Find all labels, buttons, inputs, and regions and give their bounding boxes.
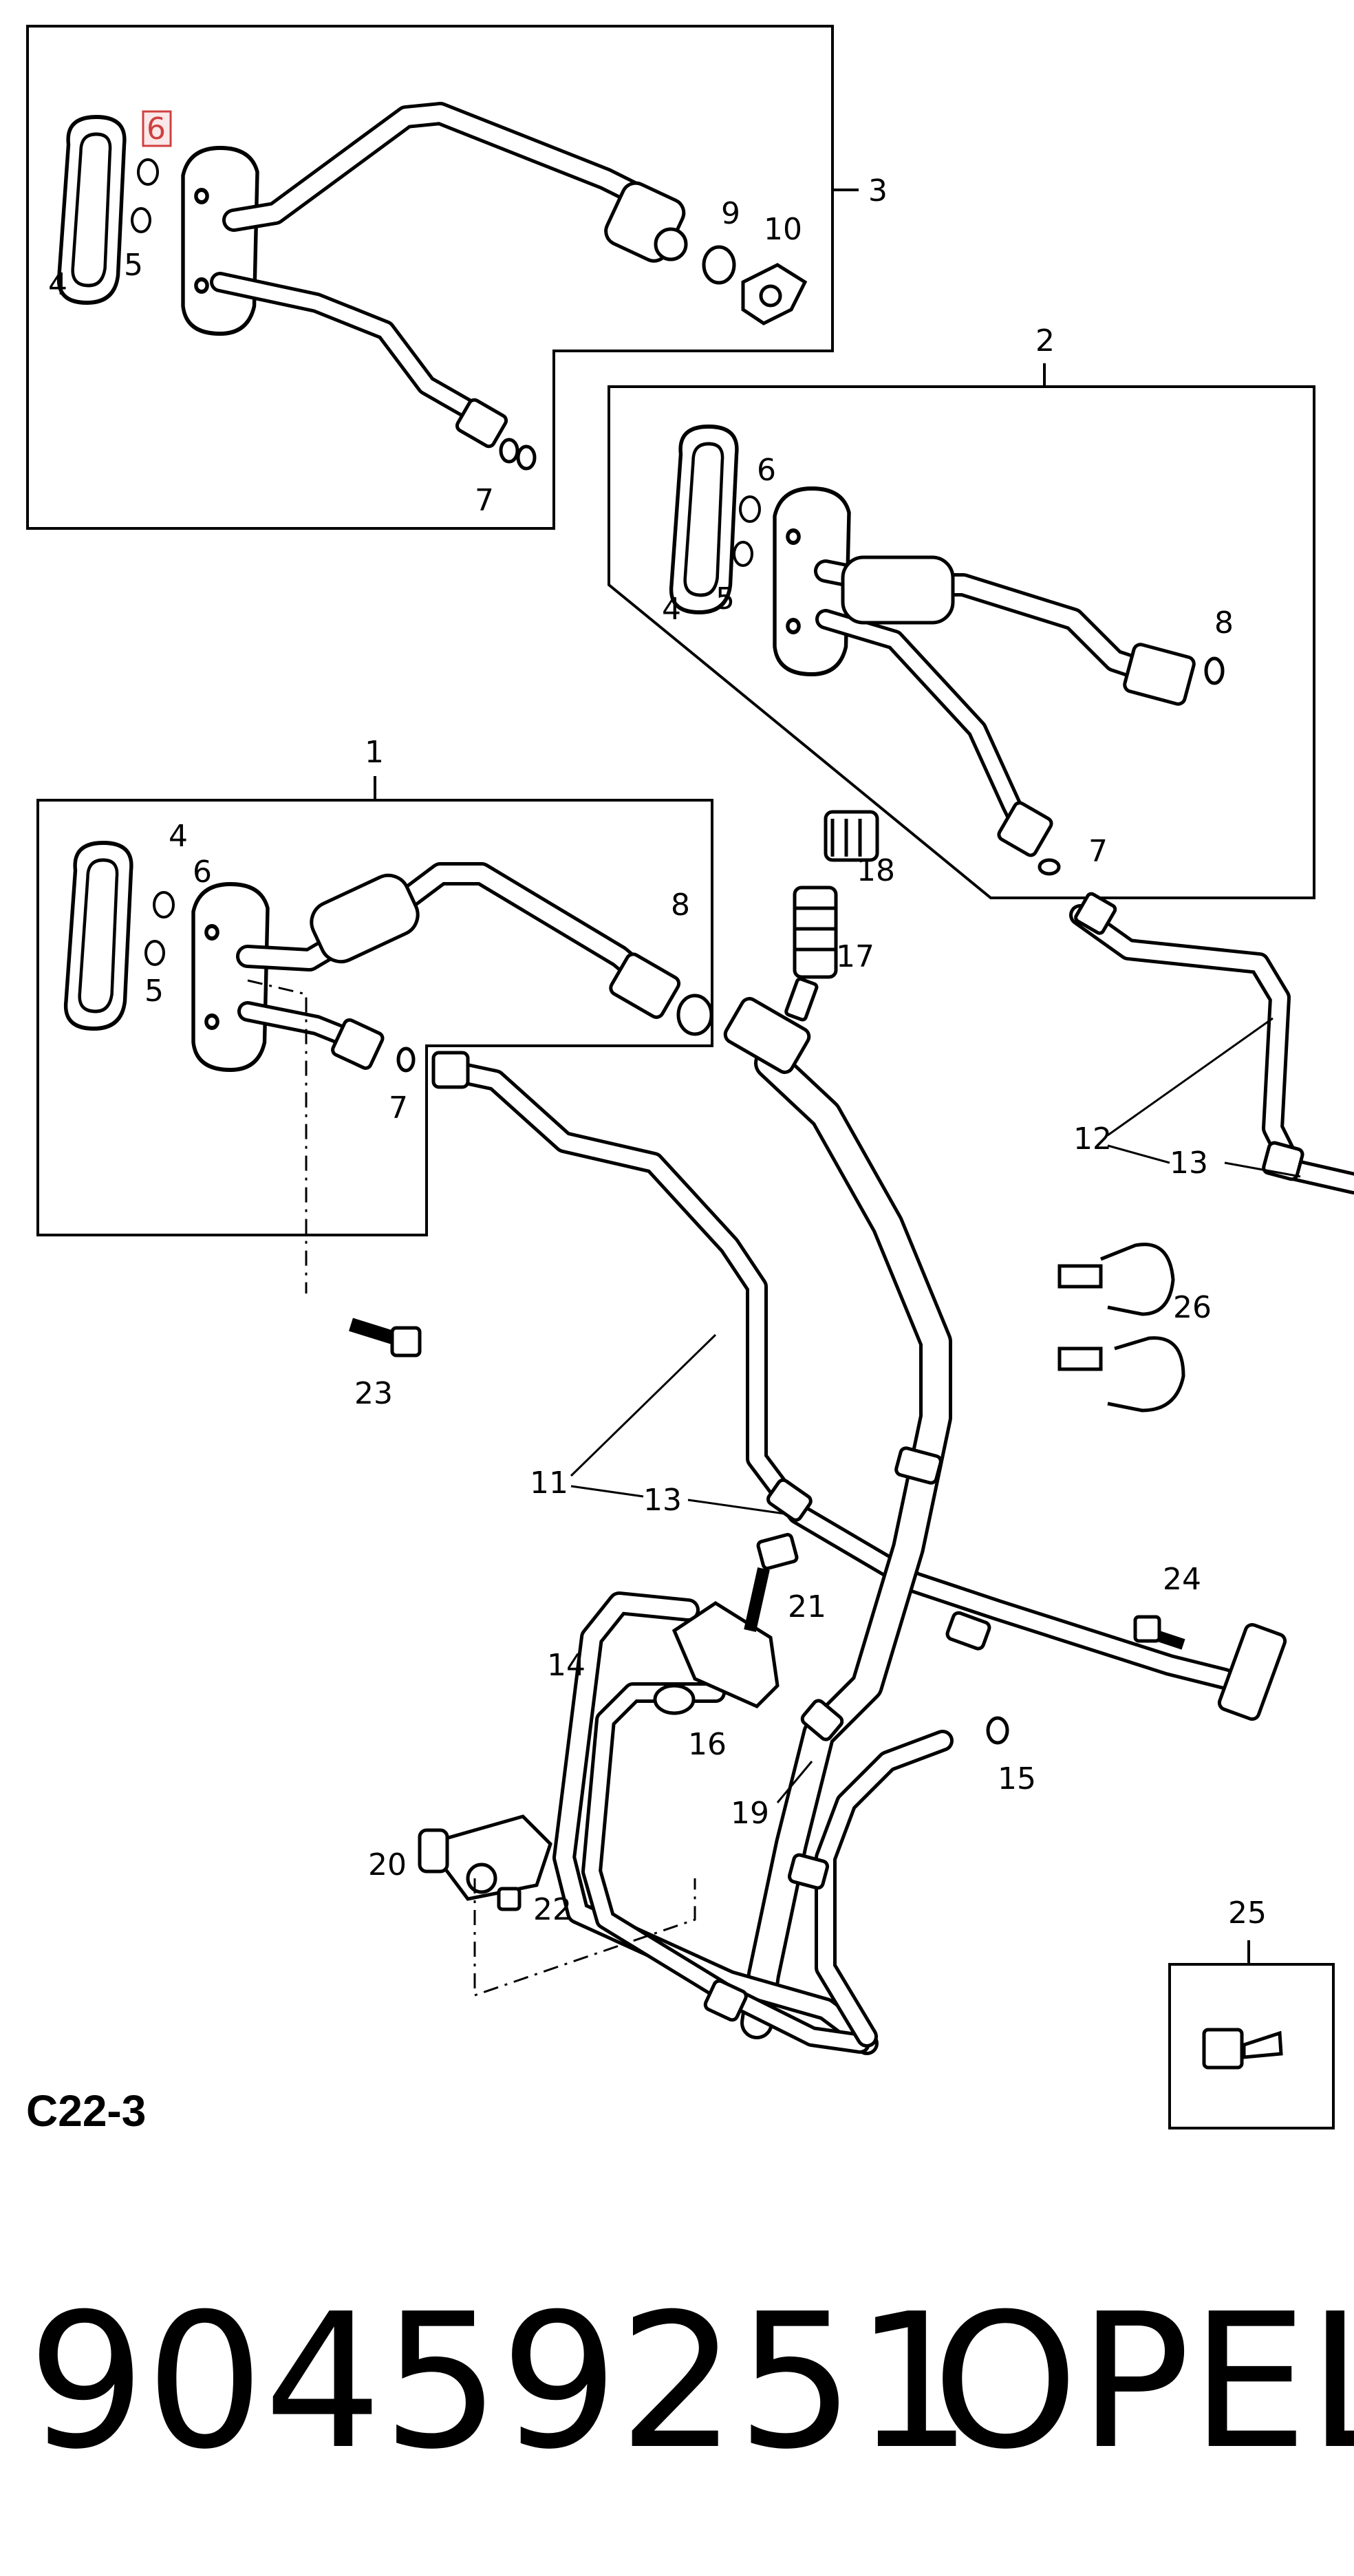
assembly-1-box: 1 4 6 5 8 7 bbox=[36, 735, 713, 1236]
callout-7: 7 bbox=[389, 1091, 408, 1126]
callout-11: 11 bbox=[530, 1466, 568, 1501]
callout-21: 21 bbox=[788, 1589, 826, 1624]
callout-23: 23 bbox=[354, 1376, 393, 1411]
block-fitting-24 bbox=[1133, 1615, 1287, 1721]
callout-24: 24 bbox=[1163, 1562, 1201, 1597]
hose-collars bbox=[431, 892, 1304, 2022]
clamp-26 bbox=[1057, 1243, 1185, 1413]
callout-5: 5 bbox=[716, 581, 735, 616]
hose-assembly bbox=[436, 904, 1354, 2055]
bolt-22 bbox=[497, 1887, 522, 1911]
callout-2: 2 bbox=[1035, 323, 1055, 358]
callout-9: 9 bbox=[721, 196, 740, 231]
callout-16: 16 bbox=[688, 1727, 727, 1762]
callout-7: 7 bbox=[1088, 834, 1108, 869]
callout-4: 4 bbox=[48, 267, 67, 302]
callout-5: 5 bbox=[124, 248, 143, 283]
callout-4: 4 bbox=[662, 592, 681, 627]
callout-8: 8 bbox=[671, 888, 690, 923]
ac-pipe-left bbox=[236, 862, 672, 1049]
ac-pipe-upper bbox=[210, 102, 672, 423]
callout-6: 6 bbox=[757, 453, 776, 488]
seal-gasket-4 bbox=[59, 117, 125, 303]
o-rings-5-6 bbox=[131, 158, 159, 233]
callout-13: 13 bbox=[643, 1483, 682, 1518]
callout-6: 6 bbox=[193, 855, 212, 890]
callout-1: 1 bbox=[365, 735, 384, 770]
callout-19: 19 bbox=[731, 1796, 769, 1831]
callout-22: 22 bbox=[533, 1892, 572, 1927]
callout-6-highlighted: 6 bbox=[147, 111, 166, 147]
callout-3: 3 bbox=[868, 173, 888, 208]
pipe-fitting-9 bbox=[604, 181, 736, 285]
o-rings-5-6 bbox=[144, 891, 175, 966]
callout-12: 12 bbox=[1073, 1121, 1112, 1157]
assembly-3-box: 3 6 4 5 9 10 bbox=[26, 25, 888, 530]
clip-20 bbox=[418, 1814, 552, 1901]
ac-pipe-right bbox=[814, 555, 1168, 843]
section-code: C22-3 bbox=[26, 2086, 146, 2136]
callout-18: 18 bbox=[857, 853, 895, 888]
bolt-23 bbox=[247, 979, 422, 1357]
flange-plate bbox=[193, 884, 268, 1070]
pipe-nut-7 bbox=[455, 398, 537, 471]
callout-7: 7 bbox=[475, 483, 494, 518]
service-valve-17 bbox=[723, 886, 838, 1074]
detail-box-25 bbox=[1168, 1940, 1335, 2129]
highlight-box bbox=[142, 110, 172, 147]
leader-lines bbox=[570, 1017, 1301, 1803]
part-number: 90459251 bbox=[28, 2273, 973, 2490]
clip-10 bbox=[741, 263, 808, 325]
o-ring-15 bbox=[986, 1716, 1009, 1745]
bolt-21 bbox=[744, 1533, 799, 1632]
callout-17: 17 bbox=[836, 939, 874, 974]
callout-20: 20 bbox=[368, 1847, 407, 1882]
callout-10: 10 bbox=[764, 212, 802, 247]
dashed-leader-20 bbox=[473, 1878, 696, 1997]
callout-26: 26 bbox=[1173, 1290, 1212, 1325]
callout-25: 25 bbox=[1228, 1896, 1267, 1931]
callout-13: 13 bbox=[1170, 1146, 1208, 1181]
callout-15: 15 bbox=[998, 1761, 1036, 1796]
pipe-fittings bbox=[997, 643, 1225, 876]
valve-cap-18 bbox=[824, 810, 879, 862]
o-rings-5-6 bbox=[733, 495, 761, 567]
callout-5: 5 bbox=[144, 974, 164, 1009]
brand-name: OPEL bbox=[932, 2273, 1354, 2490]
callout-4: 4 bbox=[169, 819, 188, 854]
flange-plate bbox=[183, 148, 257, 334]
pipe-fittings bbox=[331, 952, 713, 1073]
assembly-2-box: 2 6 4 5 8 7 bbox=[608, 323, 1315, 899]
callout-8: 8 bbox=[1214, 605, 1234, 641]
seal-gasket-4 bbox=[66, 843, 131, 1029]
callout-14: 14 bbox=[547, 1648, 585, 1683]
